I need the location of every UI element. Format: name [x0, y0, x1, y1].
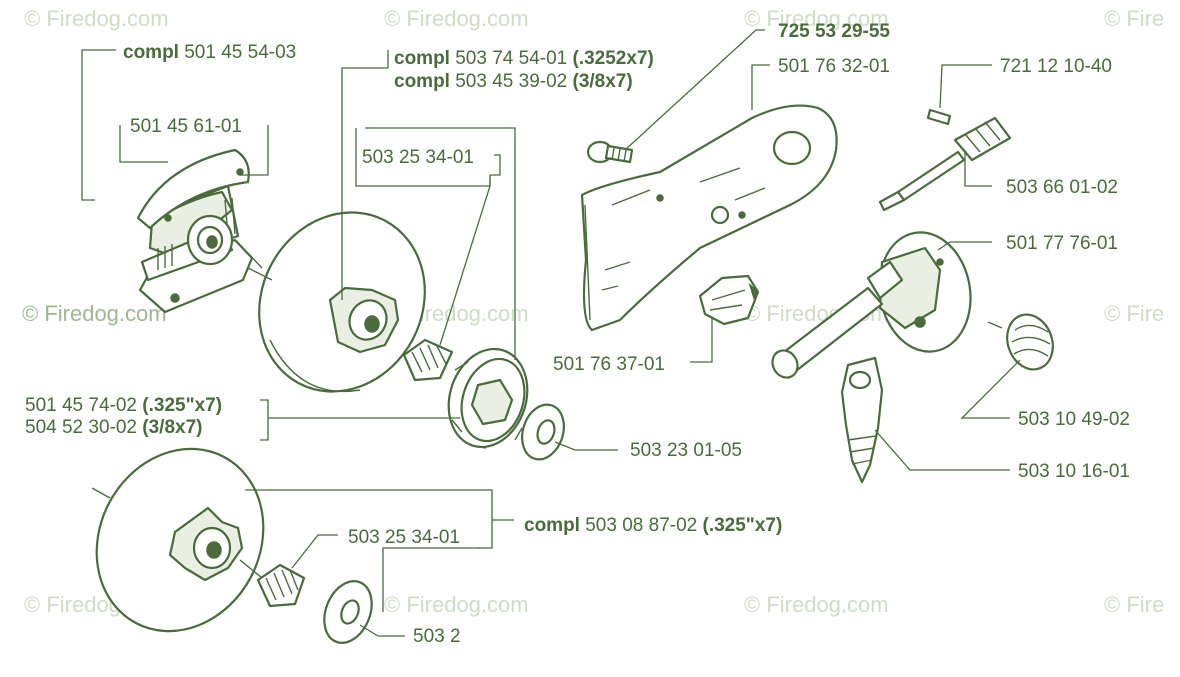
pump-piston [840, 356, 884, 484]
label-oil-pump: 501 77 76-01 [1006, 233, 1118, 254]
label-washer-top: 503 23 01-05 [630, 440, 742, 461]
watermark: © Firedog.com [24, 6, 169, 31]
watermark: © Firedog.com [384, 592, 529, 617]
label-bearing-top: 503 25 34-01 [362, 147, 474, 168]
label-drum-compl-2: compl 503 45 39-02 (3/8x7) [394, 71, 633, 92]
washer-bottom [323, 580, 373, 644]
watermark: © Firedog.com [744, 592, 889, 617]
label-clutch-compl: compl 501 45 54-03 [123, 42, 296, 63]
label-drum-compl-1: compl 503 74 54-01 (.3252x7) [394, 48, 654, 69]
label-pump-piston: 503 10 16-01 [1018, 461, 1130, 482]
label-pin: 721 12 10-40 [1000, 56, 1112, 77]
needle-bearing-bottom [256, 563, 306, 608]
clutch-drum-bottom [91, 447, 265, 633]
label-bearing-bottom: 503 25 34-01 [348, 527, 460, 548]
washer-top [521, 403, 565, 461]
watermarks: © Firedog.com © Firedog.com © Firedog.co… [22, 6, 1164, 617]
cover-plate [580, 104, 838, 332]
leader-lines [81, 29, 1021, 637]
label-washer-bottom: 503 2 [413, 626, 461, 647]
watermark: © Fire [1104, 6, 1164, 31]
label-spring: 503 10 49-02 [1018, 409, 1130, 430]
label-pump-shaft: 503 66 01-02 [1006, 177, 1118, 198]
label-chain-catcher: 501 76 37-01 [553, 354, 665, 375]
label-rim-2: 504 52 30-02 (3/8x7) [25, 417, 202, 438]
clutch-assembly [136, 148, 263, 314]
part-labels: compl 501 45 54-03 501 45 61-01 compl 50… [25, 21, 1130, 647]
needle-bearing-top [402, 338, 454, 382]
watermark: © Fire [1104, 301, 1164, 326]
label-bolt: 725 53 29-55 [778, 21, 890, 42]
watermark: © Fire [1104, 592, 1164, 617]
rim-sprocket [447, 347, 529, 449]
chain-catcher [698, 274, 760, 326]
pump-drive-shaft [878, 116, 1012, 212]
pin [926, 108, 952, 126]
label-rim-1: 501 45 74-02 (.325"x7) [25, 395, 222, 416]
watermark: © Firedog.com [22, 301, 167, 326]
label-cover-plate: 501 76 32-01 [778, 56, 890, 77]
oil-pump [771, 231, 972, 379]
bolt [586, 140, 634, 164]
clutch-drum-top [247, 211, 426, 393]
watermark: © Firedog.com [384, 6, 529, 31]
label-drum-bottom-compl: compl 503 08 87-02 (.325"x7) [524, 515, 782, 536]
watermark: © Firedog.com [744, 6, 889, 31]
label-clutch-shoe: 501 45 61-01 [130, 116, 242, 137]
spring [987, 313, 1054, 371]
